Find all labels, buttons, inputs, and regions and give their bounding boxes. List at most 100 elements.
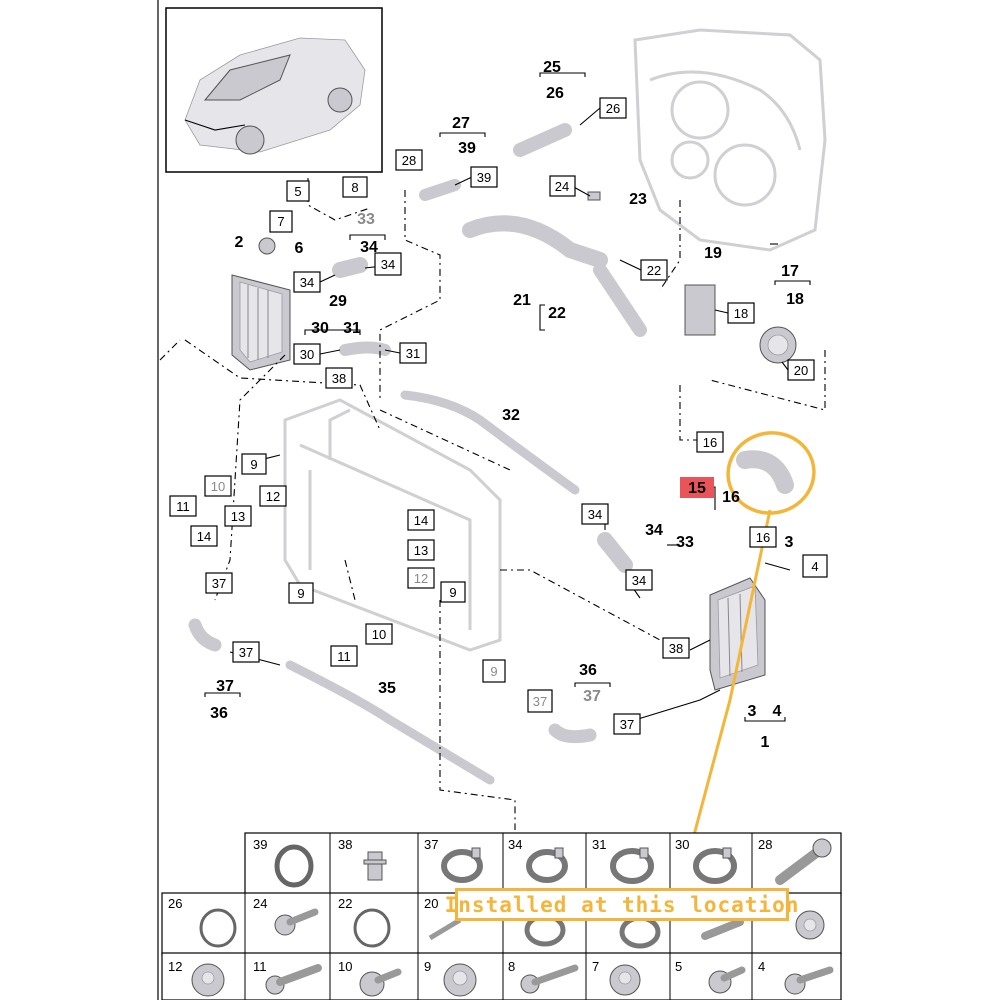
diagram-shape	[232, 641, 260, 663]
diagram-shape	[374, 252, 402, 276]
diagram-shape: 4	[811, 559, 818, 574]
diagram-shape: 34	[381, 257, 395, 272]
callout-13: 13	[224, 505, 252, 527]
diagram-shape	[649, 70, 802, 151]
diagram-shape	[599, 97, 627, 119]
diagram-shape	[330, 645, 358, 667]
diagram-shape	[680, 477, 714, 498]
diagram-shape	[619, 259, 642, 271]
diagram-shape: 36	[210, 705, 228, 722]
install-location-label: Installed at this location	[445, 888, 798, 921]
diagram-shape: 16	[703, 435, 717, 450]
diagram-shape	[407, 539, 435, 561]
diagram-shape: 33	[676, 534, 694, 551]
diagram-shape	[374, 968, 402, 984]
callout-10: 10	[365, 623, 393, 645]
callout-4: 4	[802, 554, 828, 578]
callout-8: 8	[342, 176, 368, 198]
bolt-icon	[708, 966, 746, 994]
diagram-shape: 11	[253, 959, 267, 974]
diagram-shape: 18	[734, 306, 748, 321]
callout-34: 34	[625, 569, 653, 591]
diagram-shape: 30	[675, 837, 689, 852]
diagram-shape	[539, 72, 586, 77]
diagram-shape: 17	[781, 263, 799, 280]
diagram-shape: 19	[704, 245, 722, 262]
bolt-icon	[359, 968, 402, 997]
right-intercooler	[709, 577, 766, 691]
nut-icon	[609, 964, 641, 996]
diagram-shape: 30	[311, 320, 329, 337]
hose-clamp-icon	[693, 847, 737, 884]
diagram-shape	[744, 717, 786, 722]
callout-11: 11	[169, 495, 197, 517]
diagram-shape: 39	[477, 170, 491, 185]
callout-14: 14	[407, 509, 435, 531]
diagram-shape	[184, 119, 246, 131]
callout-10: 10	[204, 475, 232, 497]
diagram-shape: 6	[295, 240, 304, 257]
diagram-shape	[441, 849, 483, 883]
diagram-shape	[319, 349, 341, 355]
diagram-shape	[549, 175, 576, 197]
diagram-shape	[201, 971, 215, 985]
diagram-shape: 38	[332, 371, 346, 386]
diagram-shape	[224, 505, 252, 527]
bolt-icon	[274, 908, 319, 936]
diagram-shape	[554, 847, 564, 859]
callout-39: 39	[470, 166, 498, 188]
expanding-rivet-icon	[363, 851, 387, 881]
callout-37: 37	[205, 572, 233, 594]
part-25-pipe	[513, 123, 572, 157]
diagram-shape	[527, 689, 553, 713]
diagram-shape	[304, 329, 361, 335]
diagram-shape: 34	[632, 573, 646, 588]
hose-clamp-icon	[526, 847, 568, 883]
diagram-shape: 21	[513, 292, 531, 309]
diagram-shape	[749, 526, 777, 548]
diagram-shape	[781, 361, 789, 371]
nut-icon	[443, 963, 477, 997]
diagram-shape: 7	[277, 214, 284, 229]
diagram-shape	[159, 339, 181, 361]
callout-34: 34	[374, 252, 402, 276]
diagram-shape	[327, 87, 353, 113]
diagram-shape: 38	[338, 837, 352, 852]
diagram-shape: 36	[579, 662, 597, 679]
diagram-shape: 12	[266, 489, 280, 504]
diagram-shape: 30	[300, 347, 314, 362]
diagram-shape	[610, 848, 654, 884]
diagram-shape	[531, 964, 579, 986]
diagram-shape	[803, 918, 817, 932]
diagram-shape: 1	[761, 734, 770, 751]
callout-9: 9	[440, 581, 466, 603]
diagram-shape	[365, 623, 393, 645]
diagram-shape	[379, 409, 511, 471]
diagram-shape	[328, 408, 351, 460]
diagram-shape: 22	[647, 263, 661, 278]
callout-5: 5	[286, 180, 310, 202]
diagram-shape: 20	[794, 363, 808, 378]
seal-ring-icon	[199, 908, 237, 948]
diagram-shape: 28	[758, 837, 772, 852]
nut-icon	[795, 910, 825, 940]
diagram-shape	[319, 274, 336, 283]
diagram-shape: 24	[555, 179, 569, 194]
callout-38: 38	[662, 637, 690, 659]
callout-9: 9	[288, 582, 314, 604]
engine-block-ghost	[633, 28, 827, 252]
callout-26: 26	[599, 97, 627, 119]
diagram-shape: 18	[786, 291, 804, 308]
callout-14: 14	[190, 525, 218, 547]
diagram-shape	[670, 140, 710, 180]
diagram-shape	[293, 271, 321, 293]
diagram-shape: 31	[592, 837, 606, 852]
diagram-shape	[739, 593, 743, 673]
diagram-shape: 26	[168, 896, 182, 911]
part-33-hose-right	[597, 532, 633, 573]
diagram-shape	[701, 918, 744, 940]
part-15-hose	[736, 450, 794, 494]
diagram-shape	[452, 970, 468, 986]
diagram-shape: 31	[343, 320, 361, 337]
part-36-hose-left	[188, 618, 222, 652]
